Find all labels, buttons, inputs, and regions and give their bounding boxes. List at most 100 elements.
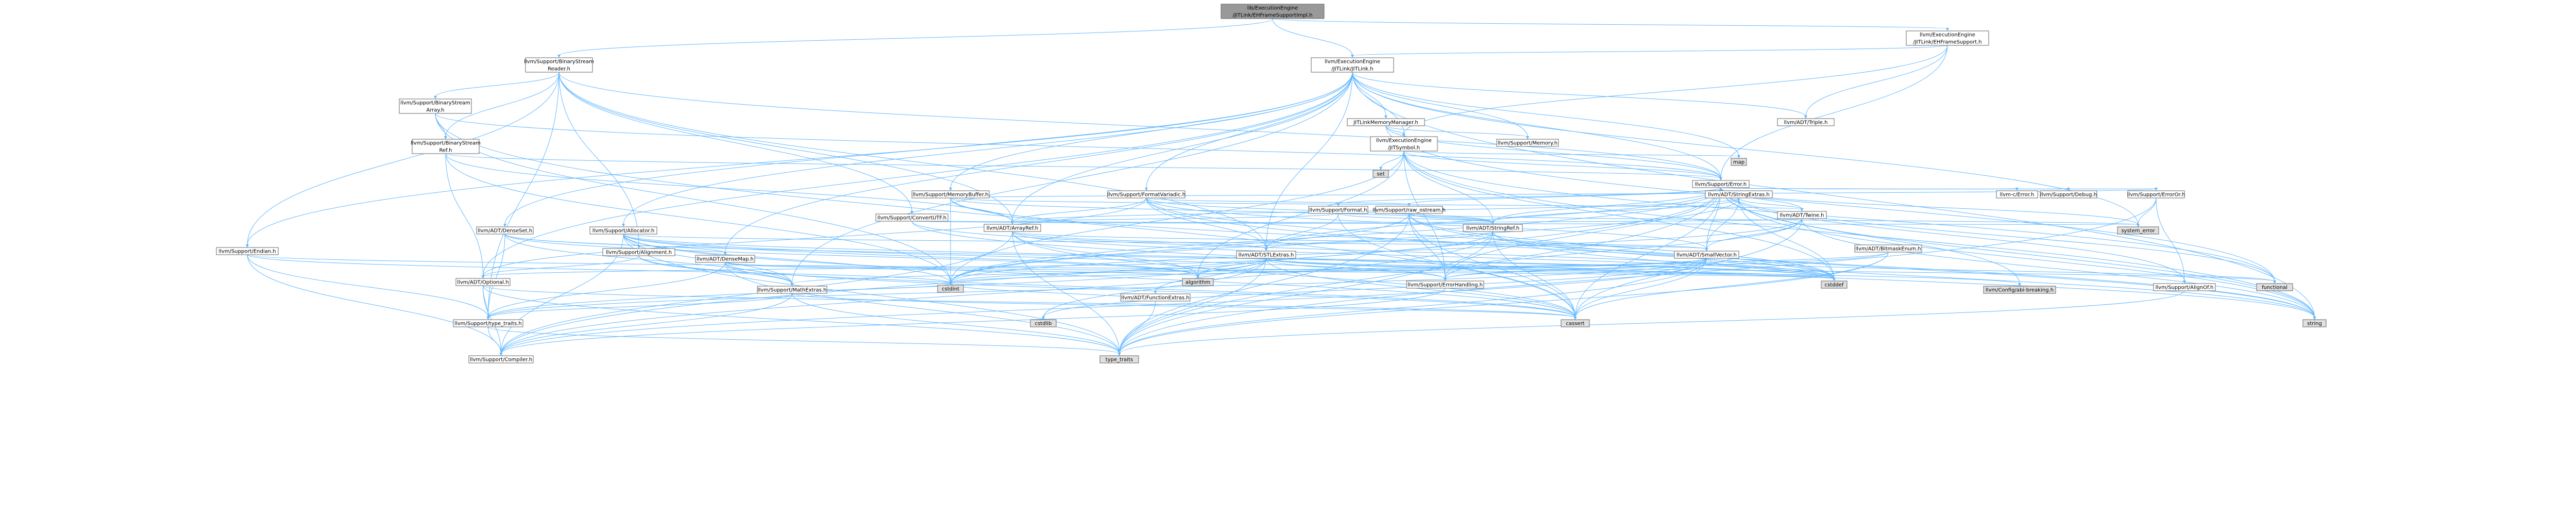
dependency-edge bbox=[1197, 258, 1266, 277]
graph-node-config: llvm/Config/abi-breaking.h bbox=[1983, 286, 2056, 294]
node-label: llvm/Support/MemoryBuffer.h bbox=[912, 192, 988, 198]
graph-node-jitlink[interactable]: llvm/ExecutionEngine/JITLink/JITLink.h bbox=[1311, 57, 1394, 73]
dependency-edge bbox=[504, 72, 1353, 225]
edge-arrowhead bbox=[1833, 278, 1836, 281]
node-label: set bbox=[1377, 172, 1384, 177]
graph-node-endian[interactable]: llvm/Support/Endian.h bbox=[216, 247, 279, 255]
edge-arrowhead bbox=[1804, 115, 1807, 119]
dependency-edge bbox=[1493, 218, 1802, 223]
dependency-edge bbox=[488, 234, 505, 318]
graph-node-triple[interactable]: llvm/ADT/Triple.h bbox=[1777, 118, 1835, 126]
node-box bbox=[468, 355, 534, 363]
node-label: llvm/Support/Compiler.h bbox=[470, 357, 532, 363]
graph-node-densemapset[interactable]: llvm/ADT/DenseSet.h bbox=[476, 226, 534, 235]
graph-node-smallvec[interactable]: llvm/ADT/SmallVector.h bbox=[1674, 251, 1739, 259]
graph-node-fmtvar[interactable]: llvm/Support/FormatVariadic.h bbox=[1107, 190, 1185, 198]
dependency-edge bbox=[1197, 151, 1404, 277]
dependency-edge bbox=[1146, 197, 1410, 205]
dependency-edge bbox=[1738, 197, 1802, 210]
node-label: /JITLink/EHFrameSupport.h bbox=[1913, 40, 1981, 45]
node-label: llvm/Support/ErrorOr.h bbox=[2127, 192, 2185, 198]
dependency-edge bbox=[950, 258, 1266, 284]
graph-node-stringref[interactable]: llvm/ADT/StringRef.h bbox=[1463, 224, 1523, 232]
edge-arrowhead bbox=[1800, 208, 1804, 211]
node-label: llvm/ADT/Triple.h bbox=[1784, 120, 1828, 126]
graph-node-cstdlib: cstdlib bbox=[1030, 319, 1057, 327]
graph-node-stlextras[interactable]: llvm/ADT/STLExtras.h bbox=[1236, 251, 1296, 259]
graph-node-densemap[interactable]: llvm/ADT/DenseMap.h bbox=[695, 255, 755, 263]
dependency-edge bbox=[623, 72, 1353, 225]
dependency-edge bbox=[1266, 231, 1493, 250]
graph-node-mathext[interactable]: llvm/Support/MathExtras.h bbox=[757, 286, 827, 294]
graph-node-arrayref[interactable]: llvm/ADT/ArrayRef.h bbox=[984, 224, 1041, 232]
graph-node-errhandling[interactable]: llvm/Support/ErrorHandling.h bbox=[1406, 280, 1484, 289]
graph-node-syserr: system_error bbox=[2117, 226, 2159, 235]
node-box bbox=[1375, 206, 1443, 214]
graph-node-debug[interactable]: llvm/Support/Debug.h bbox=[2040, 190, 2097, 198]
graph-node-strextras[interactable]: llvm/ADT/StringExtras.h bbox=[1705, 190, 1773, 198]
edge-arrowhead bbox=[557, 55, 561, 58]
dependency-edge bbox=[1403, 151, 1493, 223]
edge-arrowhead bbox=[1117, 353, 1121, 356]
node-label: llvm/ADT/SmallVector.h bbox=[1676, 253, 1737, 258]
node-box bbox=[455, 278, 511, 286]
graph-node-allocator[interactable]: llvm/Support/Allocator.h bbox=[589, 226, 657, 235]
dependency-edge bbox=[488, 258, 1707, 318]
graph-node-erroror[interactable]: llvm/Support/ErrorOr.h bbox=[2127, 190, 2185, 198]
node-box bbox=[2127, 190, 2185, 198]
graph-node-twine[interactable]: llvm/ADT/Twine.h bbox=[1777, 211, 1827, 219]
graph-node-string: string bbox=[2302, 319, 2327, 327]
dependency-edge bbox=[445, 153, 1721, 179]
dependency-edge bbox=[1409, 213, 1493, 223]
graph-node-membuf[interactable]: llvm/Support/MemoryBuffer.h bbox=[911, 190, 990, 198]
dependency-edge bbox=[488, 72, 560, 318]
dependency-edge bbox=[1266, 187, 1721, 250]
dependency-edge bbox=[792, 252, 1889, 285]
dependency-edge bbox=[623, 234, 951, 284]
graph-node-root: lib/ExecutionEngine/JITLink/EHFrameSuppo… bbox=[1221, 4, 1325, 19]
graph-node-bitmask[interactable]: llvm/ADT/BitmaskEnum.h bbox=[1854, 244, 1922, 253]
dependency-edge bbox=[445, 153, 1013, 223]
dependency-edge bbox=[501, 293, 792, 354]
dependency-edge bbox=[1352, 72, 1528, 138]
dependency-edge bbox=[1493, 231, 1575, 318]
dependency-edge bbox=[501, 231, 1493, 354]
graph-node-optional[interactable]: llvm/ADT/Optional.h bbox=[455, 278, 511, 286]
dependency-edge bbox=[247, 254, 951, 284]
graph-node-rawos[interactable]: llvm/Support/raw_ostream.h bbox=[1372, 206, 1446, 214]
graph-node-memory[interactable]: llvm/Support/Memory.h bbox=[1496, 139, 1559, 147]
edge-arrowhead bbox=[1737, 155, 1740, 158]
dependency-edge bbox=[558, 72, 1721, 179]
graph-node-compiler[interactable]: llvm/Support/Compiler.h bbox=[468, 355, 534, 363]
node-label: llvm-c/Error.h bbox=[2000, 192, 2035, 198]
graph-node-jitsym[interactable]: llvm/ExecutionEngine/JITSymbol.h bbox=[1370, 136, 1438, 152]
graph-node-convutf[interactable]: llvm/Support/ConvertUTF.h bbox=[875, 213, 948, 222]
node-box bbox=[1107, 190, 1185, 198]
graph-node-funcext[interactable]: llvm/ADT/FunctionExtras.h bbox=[1120, 293, 1191, 302]
dependency-edge bbox=[725, 262, 1575, 318]
edge-arrowhead bbox=[1444, 278, 1447, 281]
dependency-edge bbox=[1403, 151, 1835, 279]
graph-node-jlmm[interactable]: JITLinkMemoryManager.h bbox=[1347, 118, 1425, 126]
graph-node-alignof[interactable]: llvm/Support/AlignOf.h bbox=[2153, 283, 2216, 291]
dependency-edge bbox=[483, 285, 1120, 354]
graph-node-set: set bbox=[1372, 170, 1389, 178]
node-label: llvm/Support/AlignOf.h bbox=[2156, 285, 2214, 291]
node-label: cstddef bbox=[1825, 283, 1844, 288]
graph-node-cerror[interactable]: llvm-c/Error.h bbox=[1996, 190, 2038, 198]
dependency-edge bbox=[1409, 213, 1835, 279]
graph-node-alignment[interactable]: llvm/Support/Alignment.h bbox=[602, 248, 675, 256]
graph-node-ehfs[interactable]: llvm/ExecutionEngine/JITLink/EHFrameSupp… bbox=[1906, 30, 1989, 46]
node-box bbox=[695, 255, 755, 263]
node-label: system_error bbox=[2121, 228, 2155, 234]
node-label: /JITSymbol.h bbox=[1388, 145, 1420, 151]
graph-node-typetraits[interactable]: llvm/Support/type_traits.h bbox=[453, 319, 523, 327]
graph-node-format[interactable]: llvm/Support/Format.h bbox=[1308, 206, 1368, 214]
dependency-edge bbox=[558, 18, 1273, 56]
graph-node-error[interactable]: llvm/Support/Error.h bbox=[1692, 180, 1750, 188]
dependency-edge bbox=[1266, 258, 1446, 279]
